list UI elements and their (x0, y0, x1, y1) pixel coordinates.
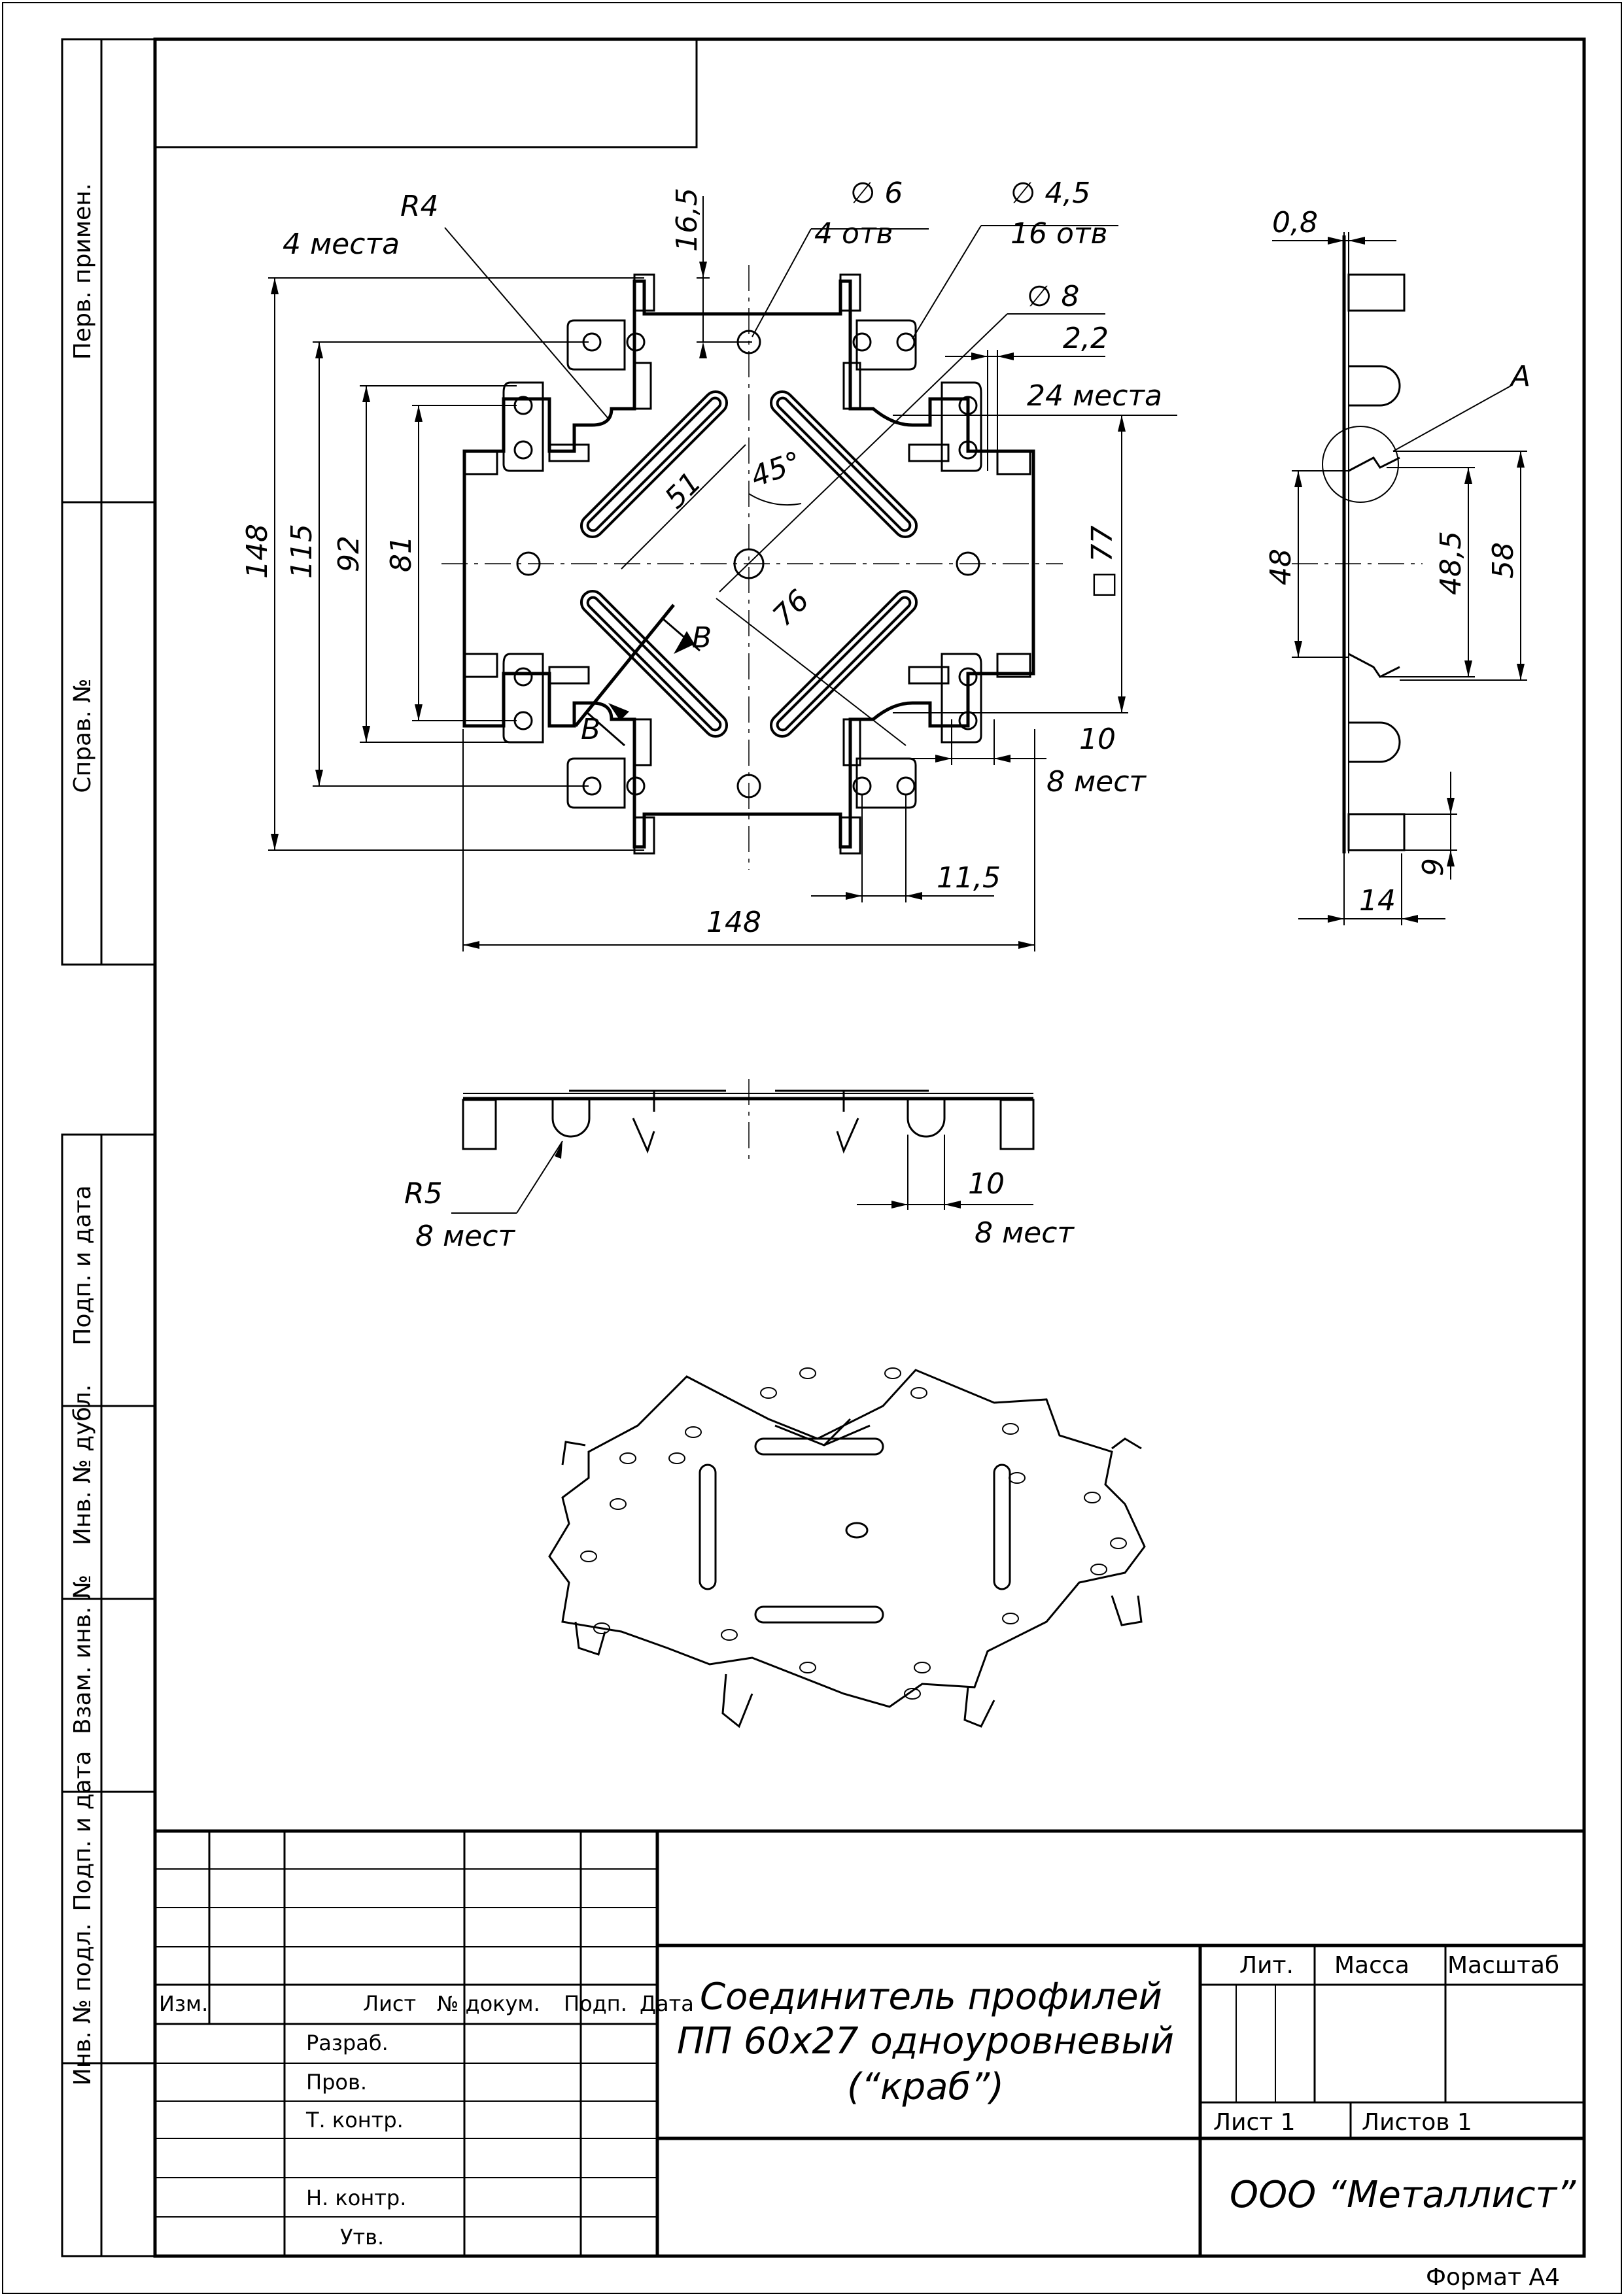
tb-listov-1: Листов 1 (1362, 2109, 1472, 2136)
dim-2-2: 2,2 (1063, 322, 1109, 355)
stamp-podp-data-1: Подп. и дата (69, 1185, 96, 1345)
tb-utv: Утв. (340, 2225, 384, 2250)
dim-front-10-qty: 8 мест (975, 1216, 1075, 1250)
dim-148-horizontal: 148 (706, 906, 761, 939)
tb-n-kontr: Н. контр. (306, 2185, 406, 2210)
dim-2-2-qty: 24 места (1027, 379, 1162, 413)
stamp-inv-podl: Инв. № подл. (69, 1923, 96, 2085)
dim-0-8: 0,8 (1272, 206, 1318, 239)
dim-hole-6-qty: 4 отв (814, 217, 893, 250)
front-view: R5 8 мест 10 8 мест (404, 1079, 1075, 1253)
tb-title-line-2: ПП 60х27 одноуровневый (677, 2020, 1174, 2063)
dim-16-5: 16,5 (670, 188, 704, 252)
tb-list-1: Лист 1 (1213, 2109, 1296, 2136)
plan-view: R4 4 места 16,5 ∅ 6 4 отв ∅ 4,5 16 отв ∅… (241, 177, 1177, 951)
dim-58: 58 (1487, 542, 1520, 579)
stamp-perv-primen: Перв. примен. (69, 183, 96, 360)
tb-massa: Масса (1334, 1952, 1409, 1979)
isometric-view (548, 1367, 1146, 1728)
tb-title-line-1: Соединитель профилей (700, 1976, 1162, 2018)
side-stamp: Перв. примен. Справ. № Подп. и дата Инв.… (61, 38, 156, 2257)
dim-9: 9 (1417, 858, 1450, 876)
tb-podp: Подп. (564, 1991, 627, 2016)
dim-14: 14 (1359, 884, 1396, 917)
dim-77: □ 77 (1086, 525, 1119, 598)
dim-hole-4-5: ∅ 4,5 (1011, 177, 1090, 210)
dim-76: 76 (767, 583, 816, 633)
section-mark-b-1: B (692, 621, 712, 655)
dim-51: 51 (659, 466, 708, 515)
side-view: 0,8 A 48 48,5 58 9 14 (1264, 206, 1530, 925)
tb-t-kontr: Т. контр. (305, 2108, 404, 2133)
dim-hole-4-5-qty: 16 отв (1011, 217, 1107, 250)
tb-n-dokum: № докум. (437, 1991, 540, 2016)
dim-11-5: 11,5 (937, 861, 1001, 895)
dim-81: 81 (385, 536, 418, 572)
dim-92: 92 (332, 536, 366, 572)
section-mark-b-2: B (581, 713, 600, 746)
dim-r4-qty: 4 места (283, 228, 400, 261)
dim-hole-8: ∅ 8 (1027, 280, 1079, 313)
dim-10: 10 (1079, 723, 1116, 756)
dim-148-vertical: 148 (241, 524, 274, 579)
dim-front-10: 10 (968, 1167, 1005, 1201)
dim-r5: R5 (404, 1177, 443, 1210)
dim-hole-6: ∅ 6 (850, 177, 903, 210)
tb-prov: Пров. (306, 2070, 367, 2095)
format-label: Формат А4 (1426, 2264, 1560, 2291)
tb-company: ООО “Металлист” (1230, 2174, 1576, 2216)
dim-r5-qty: 8 мест (415, 1220, 515, 1253)
dim-48: 48 (1264, 549, 1298, 585)
dim-10-qty: 8 мест (1046, 765, 1147, 798)
stamp-inv-dubl: Инв. № дубл. (69, 1384, 96, 1545)
tb-izm: Изм. (159, 1991, 208, 2016)
tb-list: Лист (363, 1991, 416, 2016)
dim-45-deg: 45° (746, 445, 806, 494)
dim-r4: R4 (400, 190, 439, 223)
detail-mark-a: A (1509, 360, 1530, 393)
tb-title-line-3: (“краб”) (847, 2066, 1004, 2108)
stamp-sprav-no: Справ. № (69, 678, 96, 793)
tb-lit: Лит. (1239, 1952, 1294, 1979)
tb-masshtab: Масштаб (1447, 1952, 1559, 1979)
stamp-podp-data-2: Подп. и дата (69, 1751, 96, 1911)
dim-48-5: 48,5 (1434, 531, 1468, 595)
tb-data: Дата (640, 1991, 694, 2016)
stamp-vzam-inv: Взам. инв. № (69, 1575, 96, 1734)
dim-115: 115 (285, 524, 319, 579)
tb-razrab: Разраб. (306, 2030, 389, 2055)
title-block: Изм. Лист № докум. Подп. Дата Разраб. Пр… (155, 1829, 1584, 2291)
